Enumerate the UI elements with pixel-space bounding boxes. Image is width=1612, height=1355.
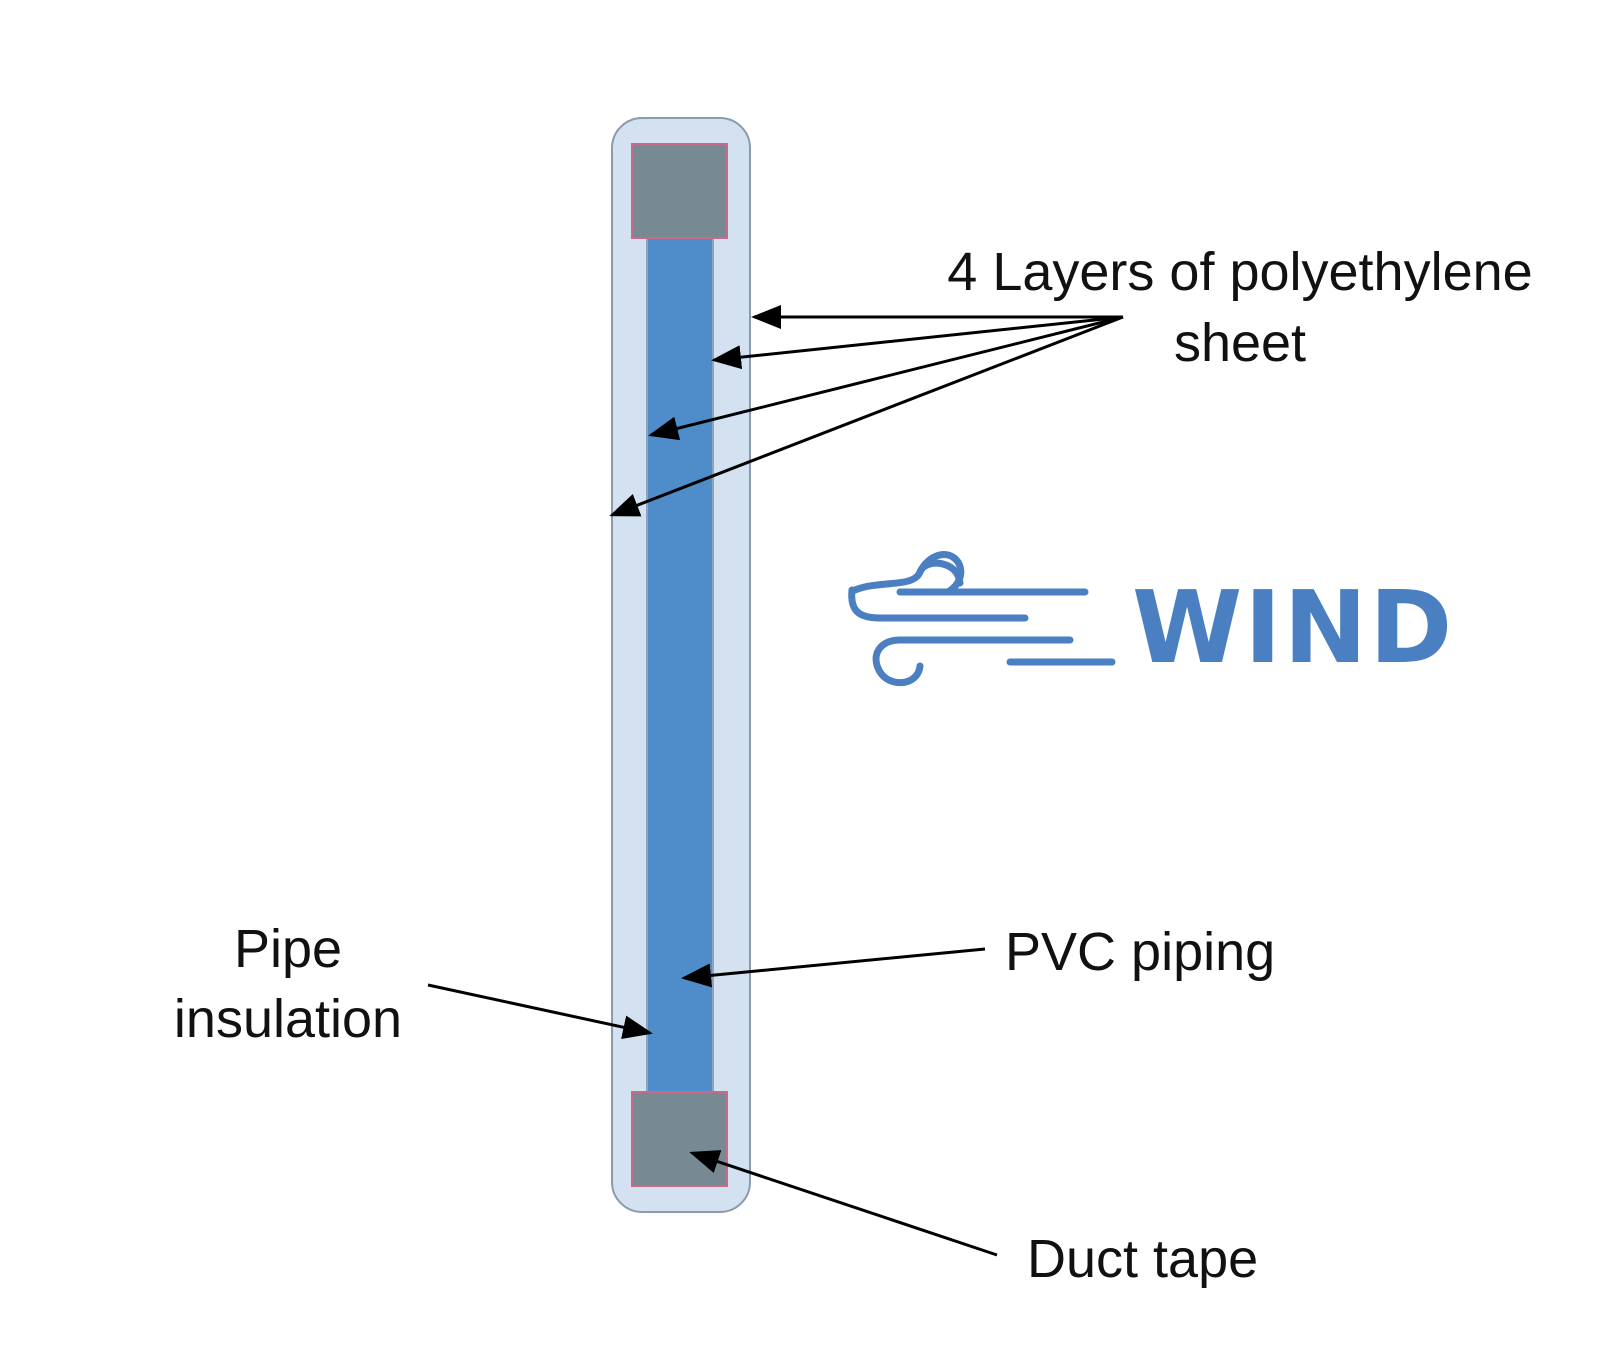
pipe-insulation-arrow: [427, 983, 653, 1040]
polyethylene-arrow-3: [648, 315, 1124, 441]
pipe-insulation-label-line2: insulation: [174, 989, 402, 1049]
duct-tape-label: Duct tape: [1027, 1229, 1258, 1289]
pipe-insulation-label-line1: Pipe: [234, 919, 342, 979]
duct-tape-arrow: [689, 1150, 998, 1257]
polyethylene-label-line2: sheet: [1174, 313, 1306, 373]
wind-gust-icon: [848, 551, 1116, 687]
duct-tape-bottom: [631, 1091, 728, 1187]
pvc-pipe: [646, 235, 714, 1095]
polyethylene-arrow-2: [711, 315, 1124, 370]
polyethylene-arrows: [609, 305, 1124, 517]
duct-tape-top: [631, 143, 728, 239]
wind-label: WIND: [1132, 569, 1454, 686]
pvc-piping-label: PVC piping: [1005, 922, 1275, 982]
pvc-piping-arrow: [681, 947, 986, 988]
polyethylene-label-line1: 4 Layers of polyethylene: [947, 242, 1532, 302]
polyethylene-arrow-4: [609, 315, 1124, 517]
